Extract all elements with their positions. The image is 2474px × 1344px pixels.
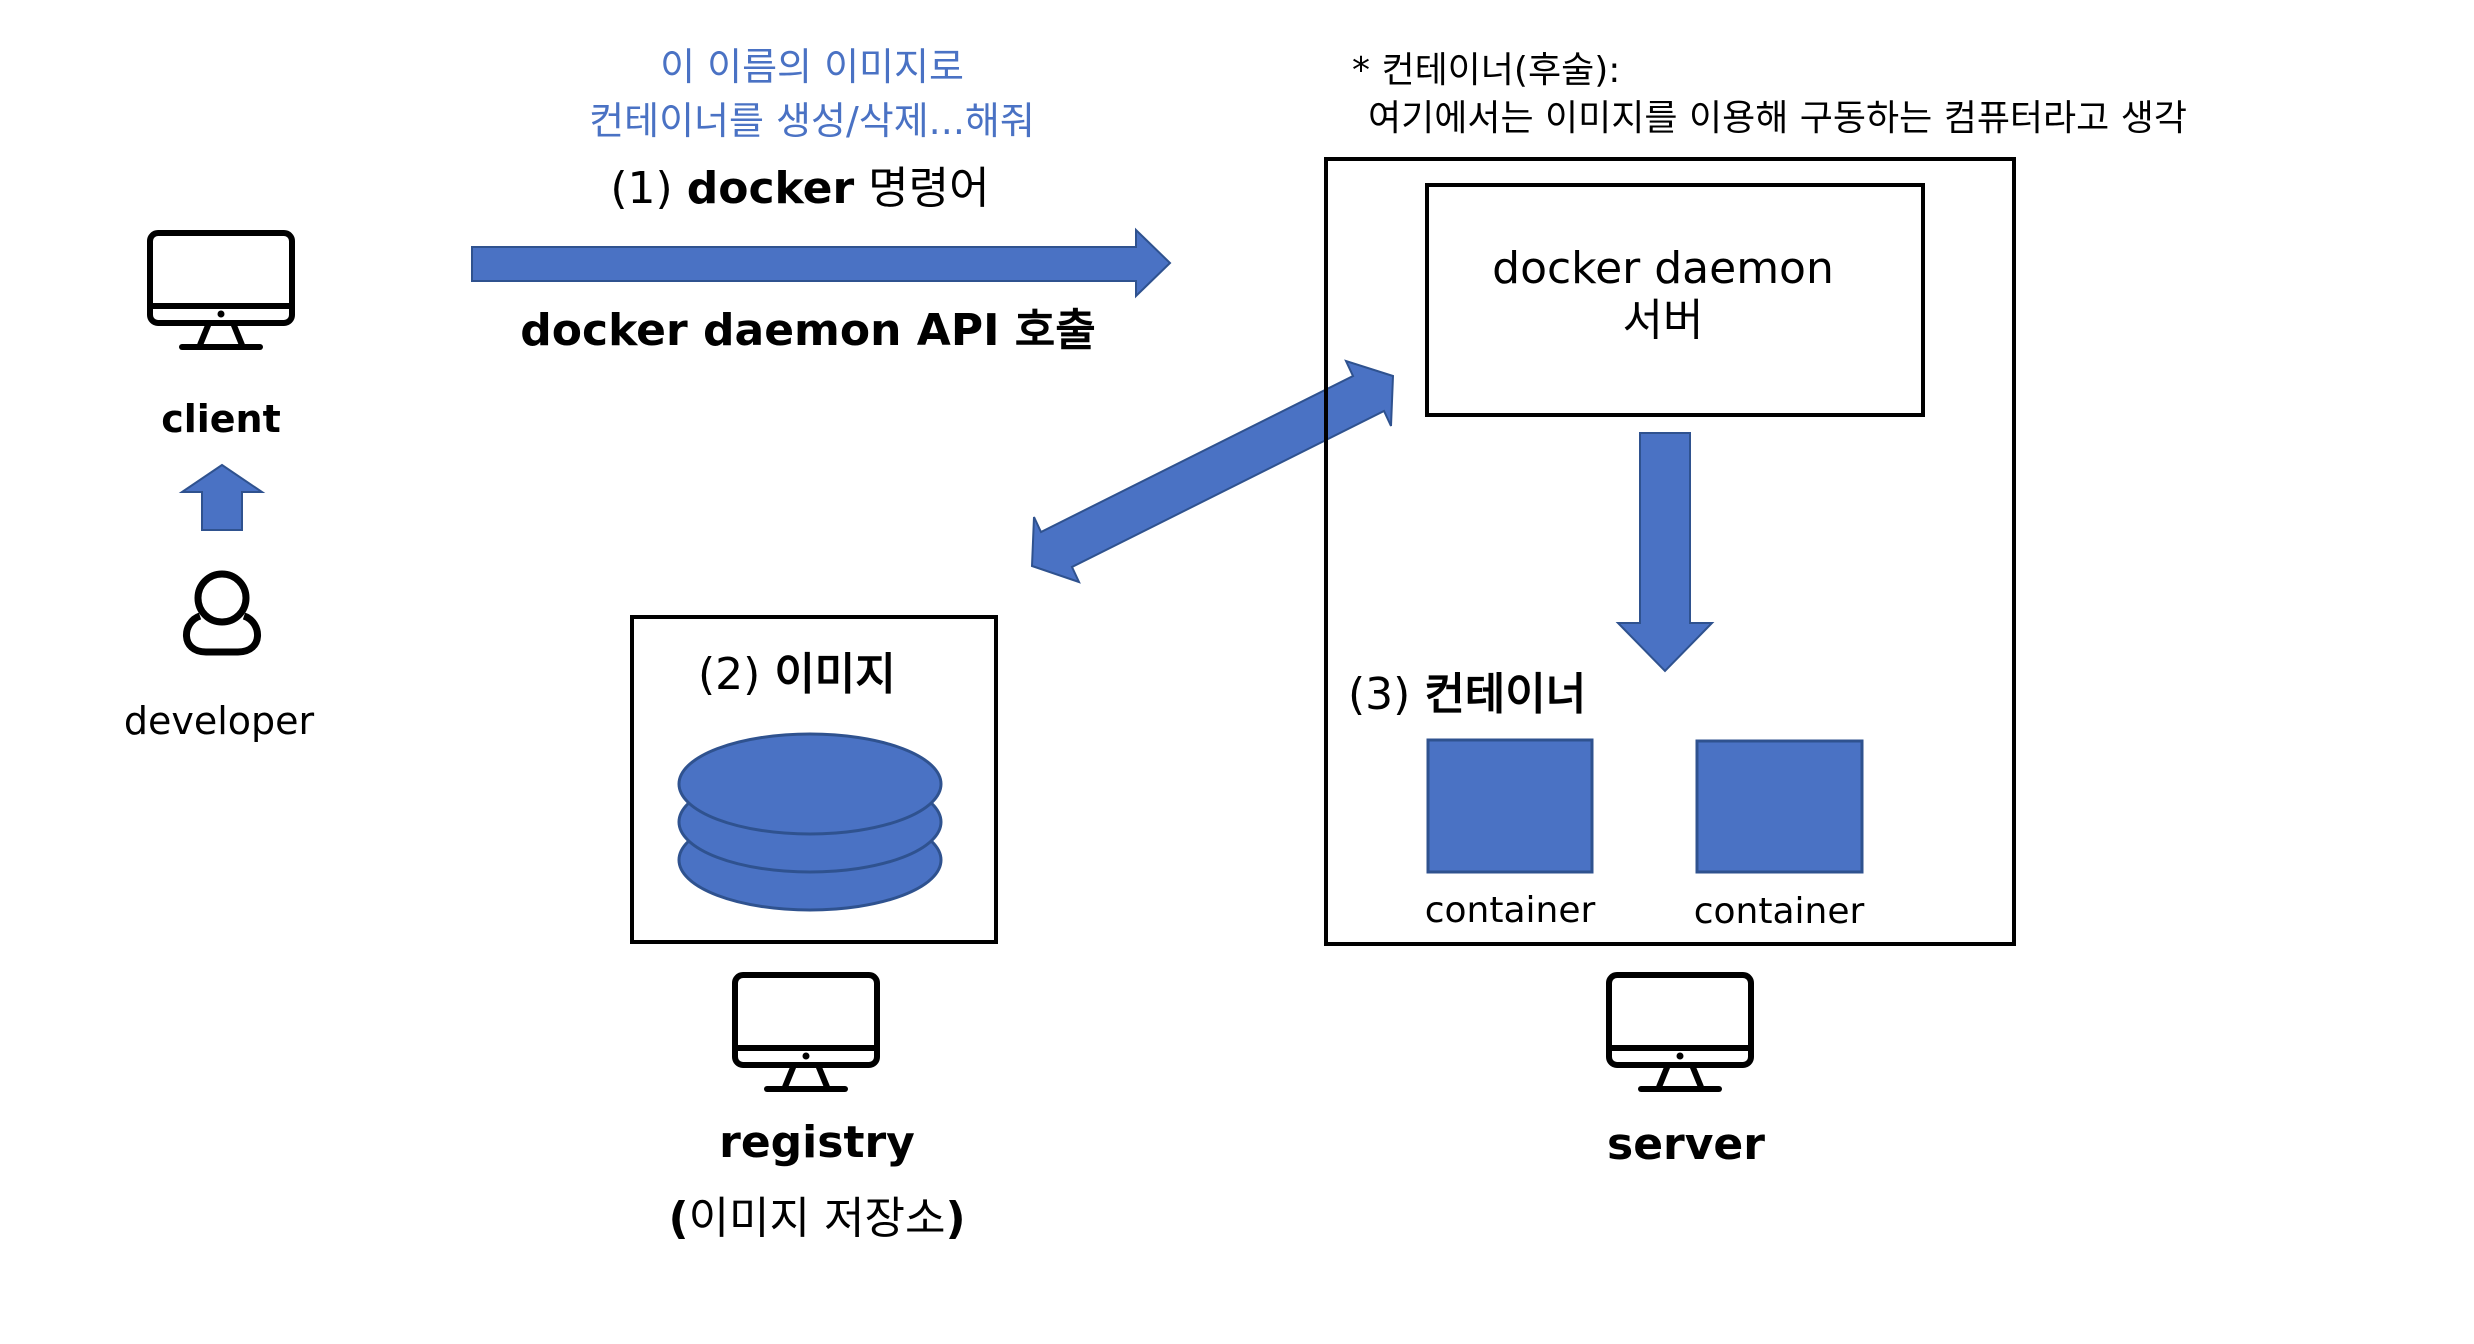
client-label: client	[161, 397, 281, 441]
container-label-2: container	[1693, 891, 1865, 932]
server-monitor-power-dot	[1676, 1052, 1684, 1060]
registry-step-label: (2) 이미지	[698, 649, 896, 701]
command-annotation-line2: 컨테이너를 생성/삭제...해줘	[589, 99, 1035, 143]
server-label: server	[1607, 1119, 1765, 1170]
command-step-label: (1) docker 명령어	[610, 163, 990, 215]
registry-box	[630, 615, 998, 944]
docker-daemon-box	[1425, 183, 1925, 417]
daemon-registry-double-arrow	[1030, 359, 1395, 584]
containers-step-prefix: (3)	[1348, 669, 1411, 720]
registry-monitor-power-dot	[802, 1052, 810, 1060]
note-line1: * 컨테이너(후술):	[1352, 50, 1621, 91]
container-square-2	[1695, 739, 1864, 874]
registry-step-bold: 이미지	[774, 649, 896, 700]
registry-label: registry	[719, 1117, 915, 1168]
registry-sublabel-text: 이미지 저장소	[688, 1193, 946, 1244]
registry-step-prefix: (2)	[698, 649, 761, 700]
daemon-to-container-arrow	[1615, 432, 1715, 673]
api-call-label: docker daemon API 호출	[520, 305, 1096, 356]
developer-label: developer	[123, 699, 315, 743]
command-step-suffix: 명령어	[868, 163, 990, 214]
command-annotation-line1: 이 이름의 이미지로	[660, 45, 964, 89]
registry-monitor-icon	[732, 972, 880, 1092]
client-monitor-icon	[147, 230, 295, 350]
person-icon	[183, 570, 261, 656]
note-line2: 여기에서는 이미지를 이용해 구동하는 컴퓨터라고 생각	[1368, 98, 2187, 139]
registry-sublabel: (이미지 저장소)	[668, 1193, 966, 1245]
command-step-bold: docker	[686, 163, 855, 214]
image-stack-icon	[677, 732, 943, 912]
daemon-line1: docker daemon	[1492, 243, 1834, 294]
containers-step-label: (3) 컨테이너	[1348, 669, 1587, 721]
client-monitor-power-dot	[217, 310, 225, 318]
server-monitor-icon	[1606, 972, 1754, 1092]
server-box	[1324, 157, 2016, 946]
containers-step-bold: 컨테이너	[1424, 669, 1587, 720]
registry-sublabel-open: (	[668, 1193, 689, 1244]
container-label-1: container	[1424, 890, 1596, 931]
command-step-prefix: (1)	[610, 163, 673, 214]
developer-to-client-arrow	[178, 463, 266, 531]
command-arrow	[471, 227, 1172, 299]
registry-sublabel-close: )	[945, 1193, 966, 1244]
daemon-line2: 서버	[1622, 295, 1704, 346]
container-square-1	[1426, 738, 1594, 874]
